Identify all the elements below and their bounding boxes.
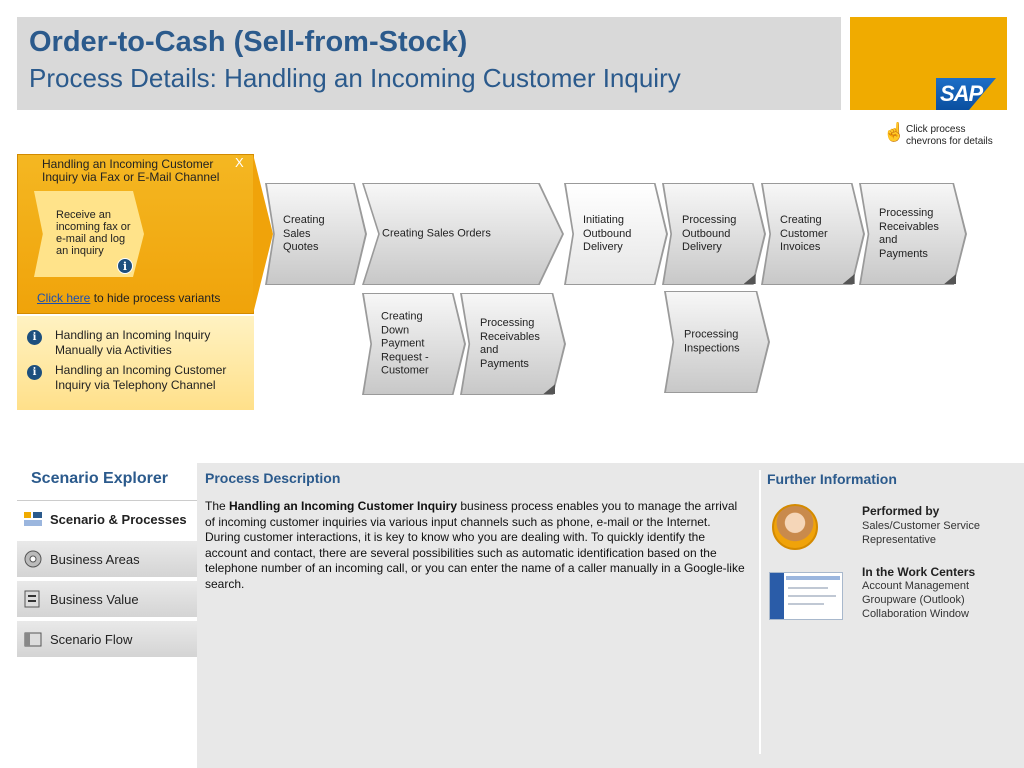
description-bold: Handling an Incoming Customer Inquiry — [229, 499, 458, 513]
hide-variants-link[interactable]: Click here — [37, 291, 91, 305]
variant-item-label[interactable]: Handling an Incoming Inquiry Manually vi… — [55, 328, 211, 357]
chevron-creating-sales-orders[interactable]: Creating Sales Orders — [362, 183, 564, 285]
chevron-label: Initiating Outbound Delivery — [583, 213, 632, 253]
work-center-item: Account Management — [862, 580, 970, 592]
detail-corner-icon — [543, 384, 556, 394]
nav-scenario-processes[interactable]: Scenario & Processes — [17, 500, 197, 537]
chevron-processing-inspections[interactable]: Processing Inspections — [664, 291, 770, 393]
scenario-flow-icon — [24, 632, 42, 647]
nav-item-label: Business Value — [50, 592, 139, 607]
chevron-label: Creating Customer Invoices — [780, 213, 828, 253]
work-center-item: Collaboration Window — [862, 608, 969, 620]
other-variants-list: i Handling an Incoming Inquiry Manually … — [17, 316, 254, 410]
nav-item-label: Business Areas — [50, 552, 140, 567]
work-center-item: Groupware (Outlook) — [862, 594, 965, 606]
performed-by-value: Sales/Customer Service Representative — [862, 520, 980, 546]
hint-text: Click process chevrons for details — [906, 124, 993, 147]
hand-pointer-icon: ☝ — [883, 122, 906, 142]
chevron-processing-receivables-payments-2[interactable]: Processing Receivables and Payments — [460, 293, 566, 395]
detail-corner-icon — [842, 274, 855, 284]
work-center-screenshot — [769, 572, 843, 620]
business-value-icon — [24, 590, 40, 608]
chevron-label: Creating Sales Orders — [382, 227, 491, 240]
chevron-label: Processing Outbound Delivery — [682, 213, 737, 253]
page-subtitle: Process Details: Handling an Incoming Cu… — [29, 63, 681, 93]
description-intro: The — [205, 499, 230, 513]
divider — [759, 470, 761, 754]
info-icon[interactable]: i — [117, 258, 133, 274]
chevron-label: Processing Receivables and Payments — [879, 207, 939, 260]
chevron-label: Creating Down Payment Request - Customer — [381, 310, 429, 377]
sap-logo: SAP — [936, 78, 996, 110]
variant-item[interactable]: i Handling an Incoming Customer Inquiry … — [27, 363, 247, 393]
page-title: Order-to-Cash (Sell-from-Stock) — [29, 26, 468, 58]
description-rest: business process enables you to manage t… — [205, 499, 738, 529]
performed-by-label: Performed by — [862, 504, 940, 518]
scenario-processes-icon — [24, 512, 42, 526]
detail-corner-icon — [743, 274, 756, 284]
nav-item-label: Scenario & Processes — [50, 512, 187, 527]
sap-logo-text: SAP — [940, 81, 983, 106]
chevron-initiating-outbound-delivery[interactable]: Initiating Outbound Delivery — [564, 183, 668, 285]
description-para2: During customer interactions, it is key … — [205, 530, 745, 591]
info-icon: i — [27, 330, 42, 345]
nav-item-label: Scenario Flow — [50, 632, 133, 647]
hide-variants-line: Click here to hide process variants — [37, 291, 220, 305]
scenario-explorer-title: Scenario Explorer — [31, 470, 168, 487]
info-icon: i — [27, 365, 42, 380]
chevron-label: Creating Sales Quotes — [283, 213, 325, 253]
header-band — [17, 17, 841, 110]
detail-corner-icon — [944, 274, 957, 284]
chevron-creating-customer-invoices[interactable]: Creating Customer Invoices — [761, 183, 865, 285]
close-variant-button[interactable]: X — [235, 155, 244, 170]
variant-step-label: Receive an incoming fax or e-mail and lo… — [56, 209, 131, 257]
chevron-processing-outbound-delivery[interactable]: Processing Outbound Delivery — [662, 183, 766, 285]
variant-item[interactable]: i Handling an Incoming Inquiry Manually … — [27, 328, 247, 358]
process-description-text: The Handling an Incoming Customer Inquir… — [205, 499, 750, 592]
nav-scenario-flow[interactable]: Scenario Flow — [17, 621, 197, 658]
chevron-label: Processing Inspections — [684, 328, 740, 355]
hide-variants-text: to hide process variants — [90, 291, 221, 305]
work-centers-label: In the Work Centers — [862, 565, 976, 579]
nav-business-value[interactable]: Business Value — [17, 581, 197, 618]
content-panel — [197, 463, 1024, 768]
nav-business-areas[interactable]: Business Areas — [17, 541, 197, 578]
business-areas-icon — [24, 550, 42, 568]
chevron-creating-sales-quotes[interactable]: Creating Sales Quotes — [265, 183, 367, 285]
chevron-processing-receivables-payments[interactable]: Processing Receivables and Payments — [859, 183, 967, 285]
chevron-creating-down-payment-request[interactable]: Creating Down Payment Request - Customer — [362, 293, 466, 395]
variant-title: Handling an Incoming Customer Inquiry vi… — [42, 157, 220, 184]
further-information-title: Further Information — [767, 471, 897, 487]
process-description-title: Process Description — [205, 470, 341, 486]
variant-item-label[interactable]: Handling an Incoming Customer Inquiry vi… — [55, 363, 227, 392]
chevron-label: Processing Receivables and Payments — [480, 317, 540, 370]
representative-avatar — [772, 504, 818, 550]
